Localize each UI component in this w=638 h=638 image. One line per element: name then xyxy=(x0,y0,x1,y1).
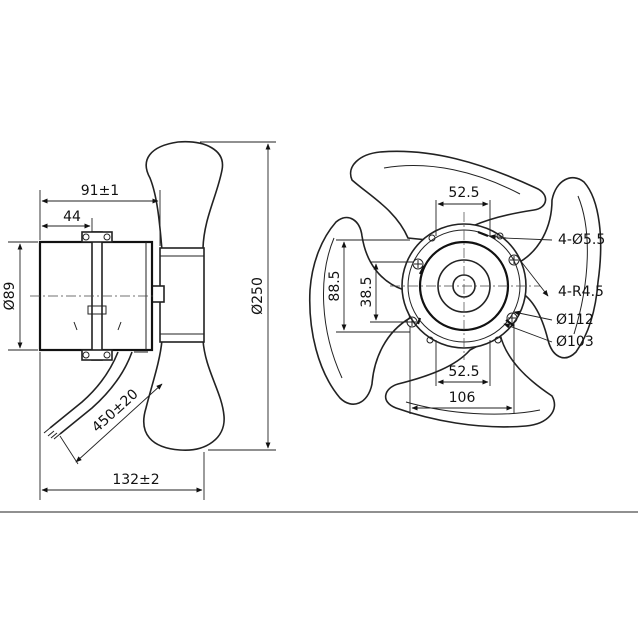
side-shaft xyxy=(151,285,165,303)
dim-label-38-5: 38.5 xyxy=(359,276,375,307)
side-clamp xyxy=(87,305,107,315)
mount-hole-cross xyxy=(508,314,516,322)
dim-ext-line xyxy=(59,435,79,465)
front-mount-holes xyxy=(406,254,520,328)
side-screw xyxy=(82,351,90,359)
dim-label-flange: Ø112 xyxy=(556,312,594,328)
leader-flange xyxy=(513,310,553,321)
leader-holes-arrow xyxy=(489,234,507,240)
dim-label-89: Ø89 xyxy=(2,282,18,311)
front-blade-top xyxy=(349,150,547,243)
front-blade-top-ridge xyxy=(383,165,521,195)
dim-label-88-5: 88.5 xyxy=(327,270,343,301)
side-view: 91±1 44 Ø89 Ø250 450±20 132±2 xyxy=(2,140,276,500)
mount-hole xyxy=(412,258,424,270)
mount-hole xyxy=(508,254,520,266)
dim-label-body: Ø103 xyxy=(556,334,594,350)
dim-label-450: 450±20 xyxy=(89,386,142,436)
leader-body xyxy=(503,323,553,343)
side-cable-wires xyxy=(43,427,61,440)
dim-label-106: 106 xyxy=(449,390,476,406)
side-bracket-top xyxy=(81,231,113,243)
side-tab-marks xyxy=(73,321,122,331)
dim-label-250: Ø250 xyxy=(250,277,266,315)
dim-label-132: 132±2 xyxy=(112,472,159,488)
dim-label-top-52-5: 52.5 xyxy=(448,185,479,201)
front-blade-bottom xyxy=(384,332,556,428)
flange-boss xyxy=(428,234,436,242)
front-blade-left-ridge xyxy=(323,237,343,379)
front-view: 52.5 4-Ø5.5 4-R4.5 88.5 38.5 Ø112 Ø103 5… xyxy=(308,150,605,428)
dim-label-91: 91±1 xyxy=(81,183,119,199)
front-slot-marks xyxy=(416,230,515,327)
dim-label-radius: 4-R4.5 xyxy=(558,284,604,300)
side-hub xyxy=(159,247,205,343)
dim-label-44: 44 xyxy=(63,209,81,225)
flange-boss xyxy=(496,232,504,240)
leader-radius xyxy=(519,259,549,297)
side-screw xyxy=(103,351,111,359)
front-blade-right xyxy=(515,176,602,359)
side-blade-profile xyxy=(143,140,225,451)
side-screw xyxy=(82,233,90,241)
mount-hole-cross xyxy=(408,318,416,326)
mount-hole-cross xyxy=(510,256,518,264)
dim-line-450 xyxy=(75,383,163,463)
flange-boss xyxy=(426,336,434,344)
side-screw xyxy=(103,233,111,241)
mount-hole-cross xyxy=(414,260,422,268)
leader-holes xyxy=(503,237,553,241)
side-bracket-bottom xyxy=(81,349,113,361)
front-blade-left xyxy=(308,216,411,405)
flange-boss xyxy=(494,336,502,344)
mount-hole xyxy=(506,312,518,324)
dim-label-bottom-52-5: 52.5 xyxy=(448,364,479,380)
front-blade-right-ridge xyxy=(573,195,588,335)
dim-label-holes: 4-Ø5.5 xyxy=(558,232,605,248)
